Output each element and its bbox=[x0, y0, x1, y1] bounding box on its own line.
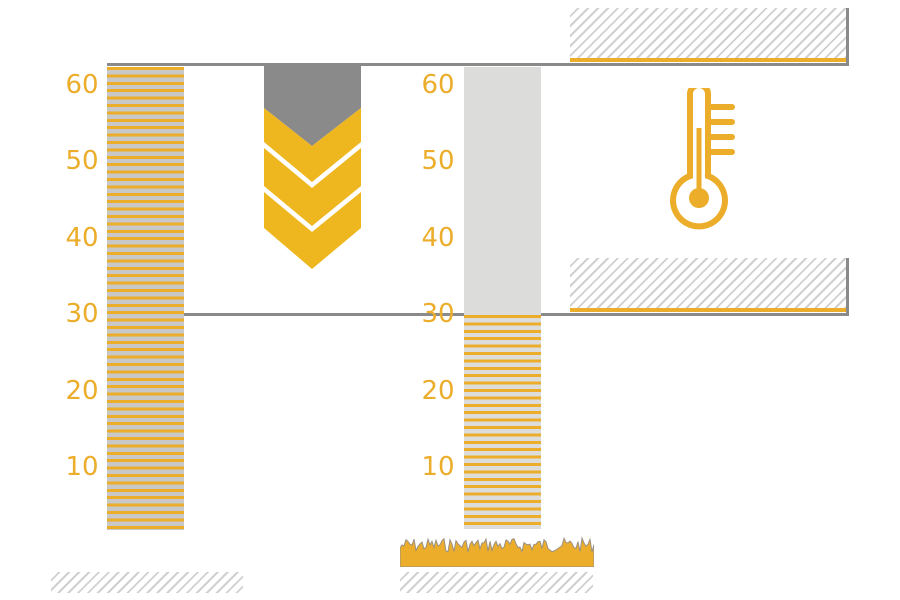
left-striped-column bbox=[107, 67, 184, 530]
right-wall-mid bbox=[846, 258, 849, 316]
right-wall-top bbox=[846, 8, 849, 66]
left-scale-label: 50 bbox=[65, 146, 99, 176]
right-scale-label: 60 bbox=[421, 70, 455, 100]
left-scale-label: 30 bbox=[65, 299, 99, 329]
right-scale-label: 40 bbox=[421, 223, 455, 253]
right-scale-label: 50 bbox=[421, 146, 455, 176]
top-boundary-line bbox=[107, 63, 849, 66]
right-ground-hatch bbox=[400, 572, 593, 593]
mid-hatched-slab bbox=[570, 258, 846, 308]
grass-icon bbox=[400, 536, 594, 567]
top-hatched-slab bbox=[570, 8, 846, 58]
mid-slab-accent bbox=[570, 308, 846, 312]
right-scale-label: 30 bbox=[421, 299, 455, 329]
top-slab-accent bbox=[570, 58, 846, 62]
right-scale-label: 10 bbox=[421, 452, 455, 482]
left-scale-label: 20 bbox=[65, 376, 99, 406]
right-striped-column bbox=[464, 315, 541, 529]
left-scale-label: 60 bbox=[65, 70, 99, 100]
left-ground-hatch bbox=[51, 572, 243, 593]
down-chevron-arrow-icon bbox=[264, 64, 361, 269]
thermometer-icon bbox=[670, 88, 735, 230]
right-scale-label: 20 bbox=[421, 376, 455, 406]
left-scale-label: 10 bbox=[65, 452, 99, 482]
right-empty-column bbox=[464, 67, 541, 315]
left-scale-label: 40 bbox=[65, 223, 99, 253]
